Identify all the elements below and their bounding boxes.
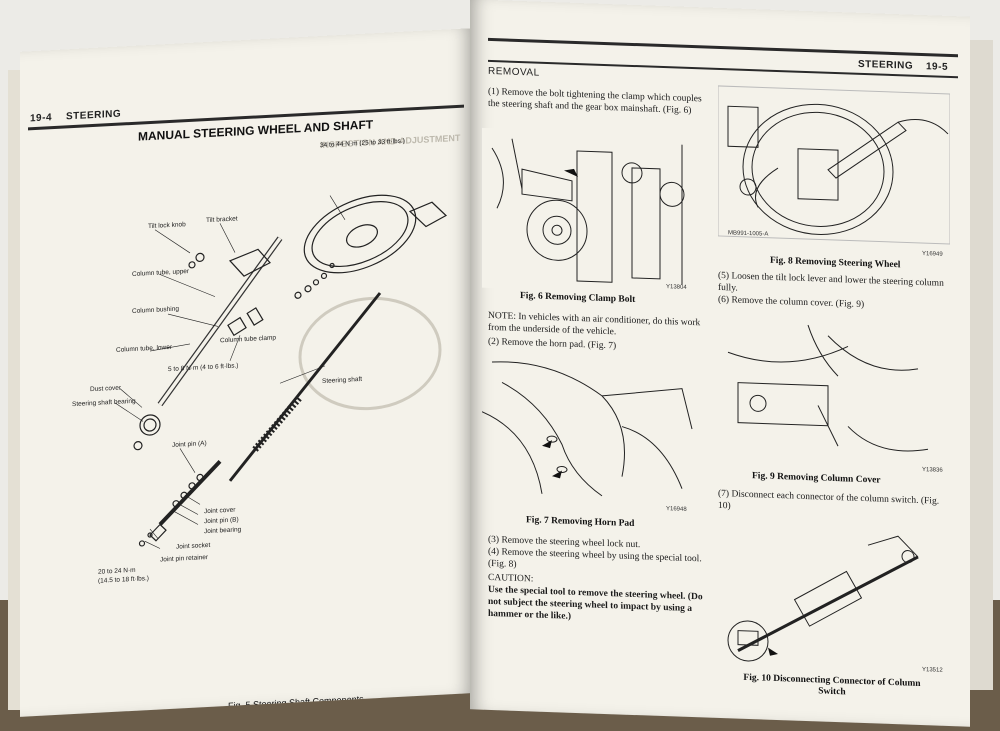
fig7-code: Y16948 — [666, 506, 687, 513]
fig10-column-switch-connector-illustration — [727, 535, 919, 662]
fig8-code: Y16949 — [922, 251, 943, 258]
caution-body: Use the special tool to remove the steer… — [488, 584, 703, 622]
fig6-clamp-bolt-illustration — [482, 127, 704, 296]
fig8-steering-wheel-removal-illustration — [718, 85, 950, 245]
fig7-horn-pad-illustration — [482, 361, 693, 497]
right-page: STEERING 19-5 REMOVAL (1) Remove the bol… — [470, 0, 970, 727]
fig8-caption: Fig. 8 Removing Steering Wheel — [770, 255, 901, 271]
step-1-text: (1) Remove the bolt tightening the clamp… — [488, 86, 702, 117]
fig7-caption: Fig. 7 Removing Horn Pad — [526, 515, 635, 530]
fig10-caption: Fig. 10 Disconnecting Connector of Colum… — [743, 672, 921, 698]
fig6-caption: Fig. 6 Removing Clamp Bolt — [520, 291, 636, 306]
step-7-text: (7) Disconnect each connector of the col… — [718, 488, 940, 512]
right-header-rule — [488, 37, 958, 58]
left-page-number: 19-4 — [30, 112, 53, 125]
fig10-code: Y13512 — [922, 667, 943, 674]
section-heading-removal: REMOVAL — [488, 65, 540, 79]
right-page-number: 19-5 — [926, 61, 949, 73]
left-page: 19-4 STEERING MANUAL STEERING WHEEL AND … — [20, 28, 472, 717]
fig9-column-cover-illustration — [727, 324, 929, 452]
right-header-title: STEERING — [858, 58, 914, 72]
left-header-title: STEERING — [66, 108, 122, 123]
fig6-code: Y13804 — [666, 284, 687, 291]
fig9-code: Y13836 — [922, 467, 943, 474]
steering-shaft-exploded-diagram — [114, 194, 448, 549]
fig9-caption: Fig. 9 Removing Column Cover — [752, 471, 881, 486]
torque-label-bottom: 20 to 24 N·m (14.5 to 18 ft·lbs.) — [98, 566, 149, 585]
